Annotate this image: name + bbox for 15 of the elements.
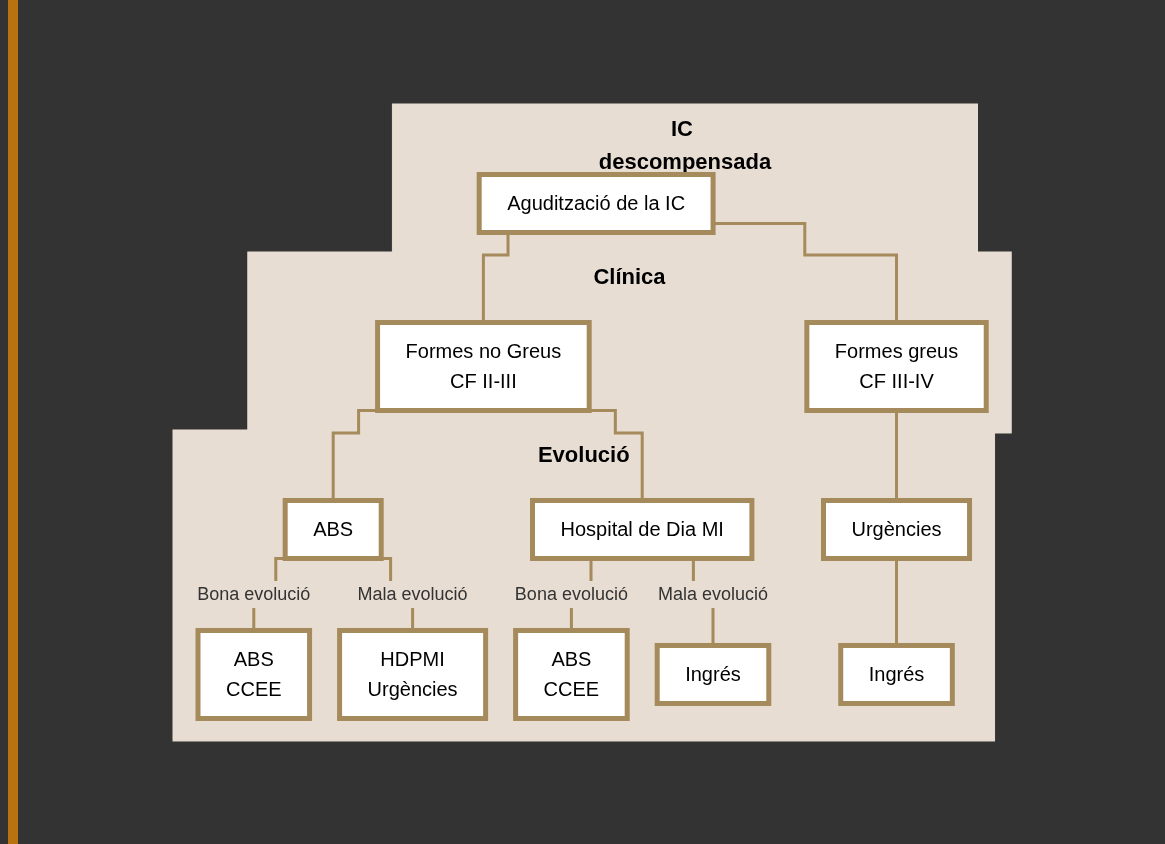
edge-label: Bona evolució: [514, 583, 628, 604]
node-box: Formes greus CF III-IV: [804, 319, 989, 413]
edge-label: Mala evolució: [357, 583, 468, 604]
node-box: Formes no Greus CF II-III: [375, 319, 592, 413]
node-box: HDPMI Urgències: [336, 627, 488, 721]
node-box: Urgències: [820, 497, 972, 561]
node-box: Ingrés: [654, 642, 772, 706]
node-box: Hospital de Dia MI: [529, 497, 755, 561]
edge-label: Bona evolució: [197, 583, 311, 604]
edge-label: Mala evolució: [657, 583, 768, 604]
node-box: Agudització de la IC: [476, 171, 716, 235]
node-box: Ingrés: [838, 642, 955, 706]
node-box: ABS: [282, 497, 384, 561]
node-box: ABS CCEE: [195, 627, 312, 721]
node-box: ABS CCEE: [513, 627, 630, 721]
